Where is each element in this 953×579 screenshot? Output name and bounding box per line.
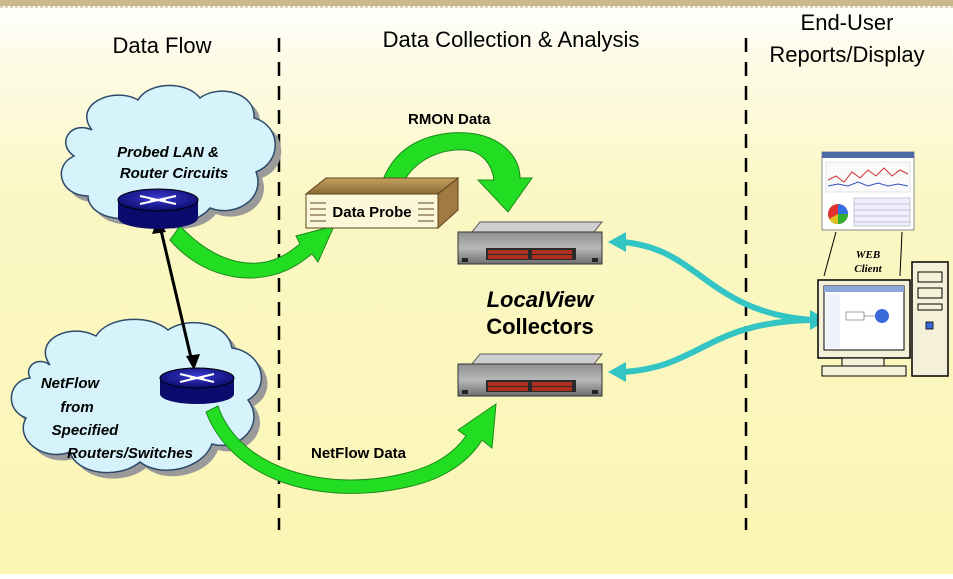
green-arrow-netflow — [205, 402, 497, 494]
data-probe-box: Data Probe — [304, 176, 460, 230]
green-arrow-lan-to-probe — [169, 225, 335, 279]
router-icon-netflow — [159, 367, 235, 404]
cloud-lan-line1: Probed LAN & — [117, 144, 219, 161]
green-arrow-rmon — [377, 132, 533, 213]
collectors-product-name: LocalView — [487, 287, 596, 312]
teal-arrow-bottom — [608, 317, 813, 382]
collector-server-bottom — [457, 353, 604, 397]
web-client-line2: Client — [854, 263, 882, 275]
router-icon-lan — [117, 188, 199, 229]
cloud-netflow: NetFlow from Specified Routers/Switches — [10, 318, 268, 479]
router-link-arrowhead-bottom — [186, 354, 200, 370]
teal-arrow-top — [608, 232, 828, 330]
header-reports-display: Reports/Display — [769, 42, 924, 67]
cloud-netflow-line2: from — [60, 399, 93, 416]
report-screenshot — [821, 151, 915, 231]
callout-line-right — [899, 231, 903, 277]
web-client-line1: WEB — [856, 249, 880, 261]
cloud-netflow-line1: NetFlow — [41, 375, 101, 392]
cloud-netflow-line3: Specified — [52, 422, 120, 439]
cloud-netflow-line4: Routers/Switches — [67, 445, 193, 462]
router-link-line — [158, 225, 194, 363]
header-data-collection: Data Collection & Analysis — [383, 27, 640, 52]
cloud-lan-line2: Router Circuits — [120, 165, 228, 182]
computer-icon — [817, 261, 949, 377]
probe-label: Data Probe — [332, 204, 411, 221]
header-end-user: End-User — [801, 10, 894, 35]
label-rmon-data: RMON Data — [408, 111, 491, 128]
callout-line-left — [823, 231, 837, 277]
collector-server-top — [457, 221, 604, 265]
header-data-flow: Data Flow — [112, 33, 211, 58]
top-accent-bar — [0, 0, 953, 6]
cloud-probed-lan: Probed LAN & Router Circuits — [60, 84, 282, 229]
collectors-label: Collectors — [486, 314, 594, 339]
label-netflow-data: NetFlow Data — [311, 445, 407, 462]
